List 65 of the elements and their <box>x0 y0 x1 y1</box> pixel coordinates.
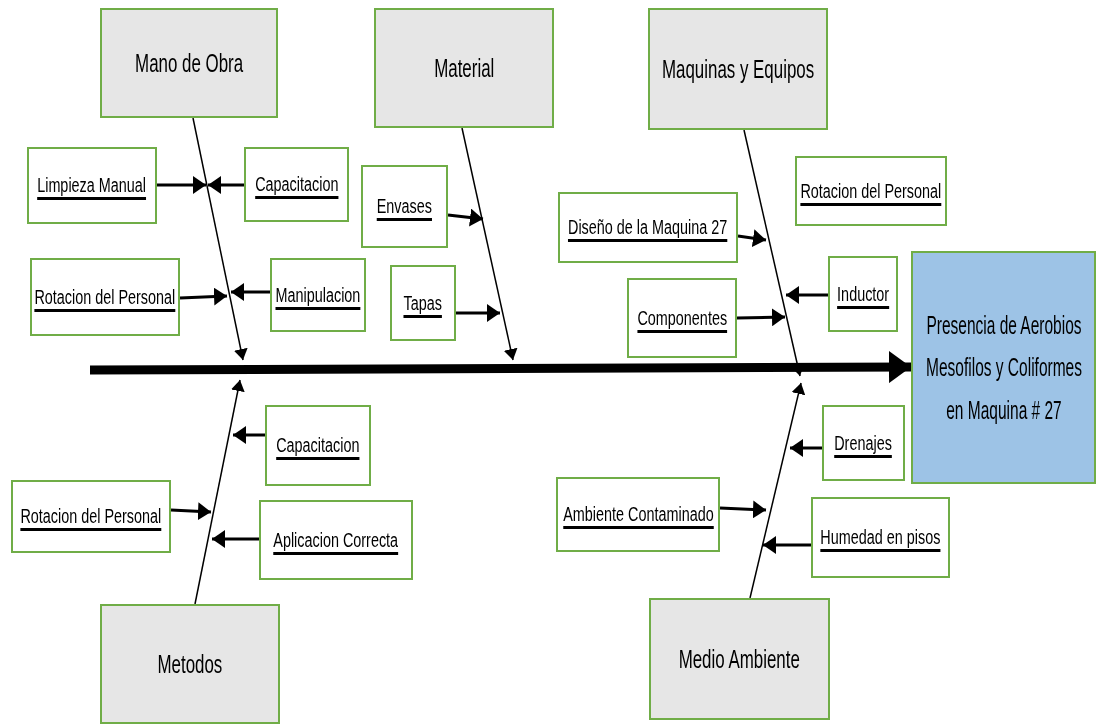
category-box <box>374 8 554 128</box>
arrow <box>456 304 500 322</box>
spine-arrow <box>90 351 911 384</box>
cause-label: Limpieza Manual <box>37 174 147 197</box>
arrow <box>763 536 811 554</box>
cause-box <box>556 477 720 552</box>
cause-box <box>270 258 366 332</box>
cause-box <box>795 156 947 226</box>
cause-box <box>558 192 738 263</box>
arrow <box>231 283 270 301</box>
cause-label: Diseño de la Maquina 27 <box>568 216 728 239</box>
cause-label: Tapas <box>403 291 443 315</box>
cause-label: Humedad en pisos <box>820 526 941 549</box>
category-box <box>648 8 828 130</box>
arrow <box>179 287 228 306</box>
cause-box <box>259 500 413 580</box>
cause-label: Rotacion del Personal <box>20 505 162 528</box>
category-label: Metodos <box>157 648 223 680</box>
cause-box <box>244 147 349 222</box>
cause-label: Envases <box>376 195 433 218</box>
category-label: Mano de Obra <box>135 47 243 79</box>
cause-box <box>627 278 737 358</box>
arrow <box>170 502 212 521</box>
category-box <box>100 8 278 118</box>
cause-label: Componentes <box>637 306 727 330</box>
category-label: Material <box>433 52 495 84</box>
cause-box <box>11 480 171 553</box>
bone-arrow <box>743 129 805 377</box>
bone-arrow <box>194 379 245 605</box>
cause-box <box>27 147 157 224</box>
arrow <box>737 229 767 248</box>
cause-label: Drenajes <box>834 431 893 455</box>
arrow <box>212 530 259 548</box>
arrow <box>447 208 484 227</box>
cause-box <box>30 258 180 336</box>
cause-label: Capacitacion <box>276 434 360 457</box>
cause-label: Rotacion del Personal <box>800 179 942 203</box>
bone-arrow <box>749 382 806 599</box>
cause-box <box>811 497 950 578</box>
cause-box <box>390 265 456 341</box>
effect-text: Presencia de Aerobios Mesofilos y Coliformes en Maquina # 27 <box>924 309 1083 426</box>
arrow <box>157 176 206 194</box>
arrow <box>719 500 767 519</box>
bone-arrow <box>192 117 248 361</box>
cause-box <box>265 405 371 486</box>
cause-label: Manipulacion <box>275 283 361 307</box>
arrow <box>208 176 244 194</box>
arrow <box>790 439 822 457</box>
cause-label: Capacitacion <box>254 173 339 196</box>
arrow <box>233 426 265 444</box>
cause-box <box>361 165 448 248</box>
cause-label: Aplicacion Correcta <box>273 528 399 552</box>
arrow <box>786 286 828 304</box>
category-box <box>100 604 280 724</box>
category-box <box>649 598 830 720</box>
cause-label: Inductor <box>837 282 889 306</box>
cause-box <box>828 256 898 332</box>
cause-box <box>822 405 905 481</box>
bone-arrow <box>461 127 518 361</box>
category-label: Maquinas y Equipos <box>661 53 815 85</box>
effect-box <box>911 251 1096 484</box>
category-label: Medio Ambiente <box>678 643 801 675</box>
cause-label: Rotacion del Personal <box>34 285 176 309</box>
arrow <box>736 308 786 327</box>
cause-label: Ambiente Contaminado <box>562 503 714 526</box>
